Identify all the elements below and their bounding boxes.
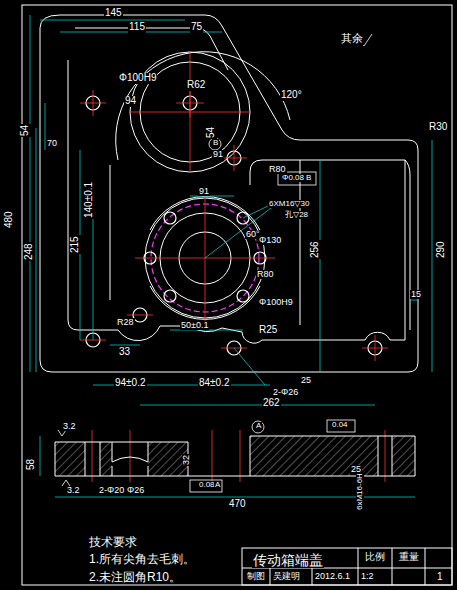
note-text: 1.所有尖角去毛刺。 (88, 553, 196, 566)
dimension-text: 6XM16▽30 (268, 200, 310, 208)
dimension-text: A (214, 481, 221, 489)
dimension-text: 15 (410, 290, 422, 299)
dimension-text: R30 (428, 122, 448, 133)
center-lines (80, 52, 388, 482)
dimension-text: 54 (206, 125, 217, 138)
note-text: 技术要求 (88, 536, 138, 549)
note-text: 比例 (364, 552, 386, 563)
dimension-lines (30, 15, 432, 497)
dimension-text: 58 (26, 457, 37, 470)
dimension-text: 94 (124, 96, 137, 107)
dimension-text: R62 (186, 80, 206, 91)
holes (86, 96, 382, 355)
dimension-text: Φ26 (126, 486, 145, 495)
dimension-text: 75 (190, 22, 203, 33)
tolerance-frames (58, 34, 372, 492)
dimension-text: 2-Φ20 (98, 486, 125, 495)
dimension-text: 248 (24, 243, 35, 262)
note-text: 25 (350, 465, 362, 474)
drawing-frame (22, 5, 452, 585)
dimension-text: 470 (228, 499, 247, 510)
dimension-text: Φ130 (258, 236, 282, 245)
note-text: 2012.6.1 (314, 572, 351, 581)
note-text: 吴建明 (272, 572, 301, 581)
dimension-text: R28 (116, 318, 135, 327)
dimension-text: 孔▽28 (284, 211, 309, 219)
note-text: 传动箱端盖 (252, 553, 324, 568)
dimension-text: Φ100H9 (258, 298, 294, 307)
note-text: 重量 (398, 552, 420, 563)
section-view (55, 436, 415, 476)
dimension-text: B (305, 174, 312, 182)
dimension-text: 3.2 (66, 486, 81, 495)
dimension-text: 120° (280, 90, 303, 101)
dimension-text: 54 (20, 123, 31, 136)
dimension-text: R25 (258, 325, 278, 336)
title-block (242, 548, 452, 585)
dimension-text: R80 (256, 270, 275, 279)
note-text: 1 (436, 572, 444, 583)
dimension-text: 0.08 (198, 481, 216, 489)
plate-outline (40, 15, 418, 372)
dimension-text: 6xM16-6H (356, 473, 364, 512)
note-text: 1:2 (360, 572, 375, 581)
dimension-text: 70 (46, 139, 58, 148)
dimension-text: A (255, 422, 262, 430)
note-text: 制图 (246, 572, 266, 581)
dimension-text: 25 (300, 376, 312, 385)
dimension-text: 290 (436, 241, 447, 260)
dimension-text: B (212, 139, 219, 147)
dimension-text: Φ100H9 (118, 73, 157, 84)
dimension-text: 145 (104, 8, 123, 19)
dimension-text: Φ0.08 (281, 174, 305, 182)
dimension-text: 94±0.2 (114, 378, 147, 389)
dimension-text: 2-Φ26 (272, 388, 299, 397)
dimension-text: 32 (182, 454, 191, 466)
dimension-text: 215 (70, 236, 81, 255)
dimension-text: 262 (262, 398, 281, 409)
dimension-text: 91 (212, 150, 224, 159)
dimension-text: 140±0.1 (84, 181, 95, 219)
note-text: 2.未注圆角R10。 (88, 571, 182, 584)
dimension-text: 50±0.1 (180, 321, 209, 330)
dimension-text: 33 (118, 347, 131, 358)
dimension-text: 其余 (340, 33, 364, 45)
dimension-text: 256 (310, 241, 321, 260)
dimension-text: 0.04 (331, 421, 349, 429)
dimension-text: 91 (198, 187, 210, 196)
dimension-text: 115 (128, 22, 146, 33)
dimension-text: 84±0.2 (198, 378, 231, 389)
dimension-text: 480 (4, 211, 15, 230)
dimension-text: 3.2 (62, 422, 77, 431)
